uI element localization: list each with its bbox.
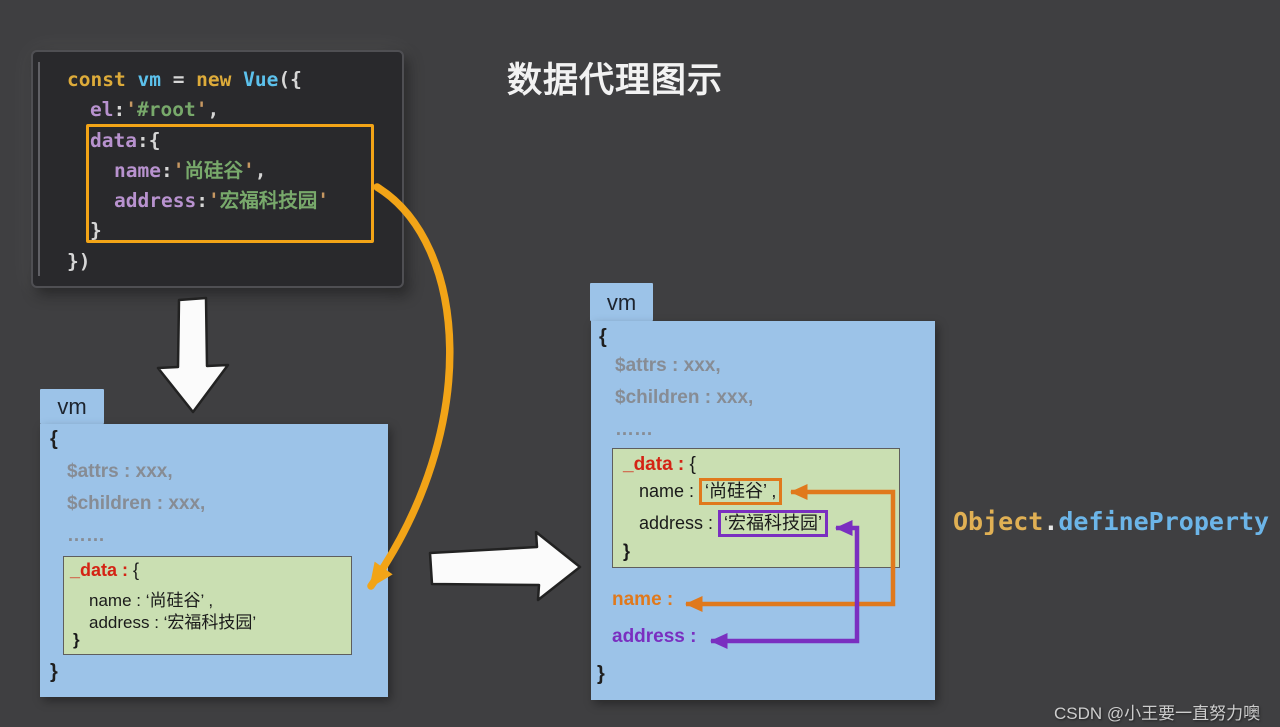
right-block-arrow bbox=[428, 530, 582, 602]
data-address-value: ‘宏福科技园’ bbox=[724, 513, 823, 533]
data-close-brace: } bbox=[623, 541, 631, 561]
vm-right-data-object: _data : { name : ‘尚硅谷’ , address : ‘宏福科技… bbox=[612, 448, 900, 568]
vm-internal-prop: $children : xxx, bbox=[67, 493, 206, 514]
watermark: CSDN @小王要一直努力噢 bbox=[1054, 704, 1261, 723]
define-property-caption: Object.defineProperty bbox=[953, 507, 1270, 536]
vm-internal-prop: $children : xxx, bbox=[615, 387, 754, 408]
vm-right-open-brace: { bbox=[599, 326, 607, 348]
data-option-highlight-box bbox=[86, 124, 374, 243]
code-line: data:{ bbox=[90, 128, 161, 152]
data-name-value: ‘尚硅谷’ , bbox=[145, 591, 214, 610]
proxy-getter-address: address : bbox=[612, 626, 697, 647]
data-name-value: ‘尚硅谷’ , bbox=[705, 481, 777, 501]
data-address-line: address : ‘宏福科技园’ bbox=[89, 613, 257, 632]
name-value-highlight-box: ‘尚硅谷’ , bbox=[699, 478, 783, 505]
address-value-highlight-box: ‘宏福科技园’ bbox=[718, 510, 829, 537]
code-line: } bbox=[90, 219, 102, 243]
vue-code-block: const vm = new Vue({ el:'#root', data:{ nam… bbox=[31, 50, 404, 288]
data-address-line: address : ‘宏福科技园’ bbox=[639, 510, 829, 537]
code-left-rule bbox=[38, 62, 40, 276]
vm-left-folder-tab: vm bbox=[40, 389, 104, 424]
page-title: 数据代理图示 bbox=[507, 61, 724, 100]
code-line: }) bbox=[67, 249, 91, 273]
code-line: el:'#root', bbox=[90, 98, 220, 122]
proxy-getter-name: name : bbox=[612, 589, 674, 610]
vm-left-internals: $attrs : xxx, $children : xxx, …… bbox=[67, 456, 205, 552]
vm-right-close-brace: } bbox=[597, 663, 605, 685]
vm-internal-prop: $attrs : xxx, bbox=[615, 355, 721, 376]
vue-code-lines: const vm = new Vue({ el:'#root', data:{ nam… bbox=[33, 65, 402, 277]
data-name-line: name : ‘尚硅谷’ , bbox=[89, 591, 214, 610]
data-address-value: ‘宏福科技园’ bbox=[163, 613, 257, 632]
vm-left-close-brace: } bbox=[50, 661, 58, 683]
vm-right-box: { $attrs : xxx, $children : xxx, …… _data … bbox=[591, 321, 935, 700]
vm-right-tab-label: vm bbox=[606, 290, 637, 315]
code-line: name:'尚硅谷', bbox=[114, 158, 267, 182]
code-line: address:'宏福科技园' bbox=[114, 189, 329, 213]
vm-internal-prop: …… bbox=[615, 419, 653, 440]
down-block-arrow bbox=[156, 296, 230, 414]
vm-left-data-object: _data : { name : ‘尚硅谷’ , address : ‘宏福科技… bbox=[63, 556, 352, 655]
code-line: const vm = new Vue({ bbox=[67, 68, 302, 91]
vm-right-internals: $attrs : xxx, $children : xxx, …… bbox=[615, 350, 753, 446]
data-close-brace: } bbox=[73, 630, 80, 649]
data-key: _data : bbox=[70, 560, 129, 580]
data-key: _data : bbox=[623, 454, 685, 475]
vm-right-folder-tab: vm bbox=[590, 283, 653, 321]
vm-internal-prop: …… bbox=[67, 525, 105, 546]
data-name-line: name : ‘尚硅谷’ , bbox=[639, 478, 783, 505]
vm-left-box: { $attrs : xxx, $children : xxx, …… _data … bbox=[40, 424, 388, 697]
vm-left-tab-label: vm bbox=[57, 394, 87, 419]
vm-left-open-brace: { bbox=[50, 428, 58, 450]
data-key-line: _data : { bbox=[70, 560, 140, 580]
data-key-line: _data : { bbox=[623, 454, 696, 475]
vm-internal-prop: $attrs : xxx, bbox=[67, 461, 173, 482]
